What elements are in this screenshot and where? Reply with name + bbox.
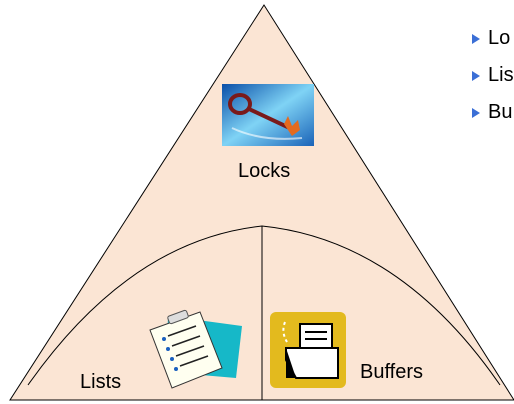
triangle-bullet-icon [472, 33, 480, 44]
buffers-label: Buffers [360, 361, 423, 383]
bullet-text: Lis [488, 64, 514, 86]
key-icon [222, 84, 314, 146]
bullet-item: Lis [472, 57, 514, 94]
locks-label: Locks [238, 160, 291, 182]
bullet-item: Bu [472, 94, 514, 131]
clipboard-checklist-icon [149, 309, 242, 389]
lists-label: Lists [80, 371, 122, 393]
bullet-text: Bu [488, 101, 513, 123]
folder-document-icon [270, 312, 346, 388]
triangle-bullet-icon [472, 70, 480, 81]
bullet-list: Lo Lis Bu [472, 20, 514, 131]
bullet-item: Lo [472, 20, 514, 57]
bullet-text: Lo [488, 27, 511, 49]
triangle-bullet-icon [472, 107, 480, 118]
